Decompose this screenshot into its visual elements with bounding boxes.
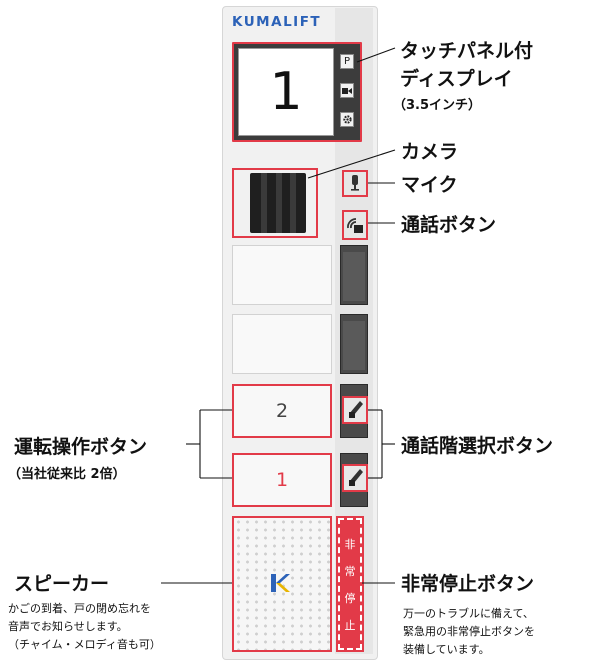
leader-touch-panel — [356, 47, 396, 63]
parking-button[interactable]: P — [340, 54, 354, 69]
video-camera-icon — [342, 87, 352, 94]
speaker-desc: かごの到着、戸の閉め忘れを — [8, 602, 151, 615]
floor-1-button[interactable]: 1 — [232, 453, 332, 507]
floor-1-area — [232, 453, 332, 507]
floor-2-button[interactable]: 2 — [232, 384, 332, 438]
blank-panel-slot — [232, 314, 332, 374]
camera-highlight — [232, 168, 318, 238]
floor-call-select-label: 通話階選択ボタン — [401, 435, 554, 457]
leader-camera — [307, 149, 396, 179]
camera-label: カメラ — [401, 141, 459, 163]
intercom-icon — [347, 218, 363, 233]
touch-panel-label: タッチパネル付 — [400, 40, 534, 62]
phone-handset-icon — [349, 469, 363, 486]
emergency-char: 常 — [344, 564, 356, 578]
emergency-char: 停 — [344, 591, 356, 605]
settings-button[interactable] — [340, 112, 354, 127]
emergency-char: 止 — [344, 618, 356, 632]
blank-panel-slot — [232, 245, 332, 305]
parking-icon: P — [343, 56, 351, 67]
call-button[interactable] — [342, 210, 368, 240]
touch-panel-label: ディスプレイ — [400, 68, 513, 90]
microphone-icon — [351, 175, 359, 191]
mic-label: マイク — [401, 174, 458, 196]
camera-view-button[interactable] — [340, 83, 354, 98]
call-button-label: 通話ボタン — [401, 214, 497, 236]
mic-highlight — [342, 170, 368, 197]
operation-buttons-note: （当社従来比 2倍） — [8, 467, 126, 482]
kumalift-k-logo-icon — [271, 574, 290, 592]
blank-side-slot — [340, 245, 368, 305]
phone-handset-icon — [349, 401, 363, 418]
camera-lens — [250, 173, 306, 233]
speaker-desc: （チャイム・メロディ音も可） — [8, 638, 161, 651]
emergency-desc: 万一のトラブルに備えて、 — [403, 607, 534, 620]
operation-buttons-label: 運転操作ボタン — [14, 436, 148, 458]
floor-2-area — [232, 384, 332, 438]
emergency-char: 非 — [344, 537, 356, 551]
emergency-desc: 装備しています。 — [403, 643, 490, 656]
blank-side-slot — [340, 314, 368, 374]
emergency-desc: 緊急用の非常停止ボタンを — [403, 625, 535, 638]
speaker-desc: 音声でお知らせします。 — [8, 620, 128, 633]
settings-icon — [342, 115, 352, 124]
emergency-stop-button[interactable]: 非 常 停 止 — [336, 516, 364, 652]
touch-panel-size: （3.5インチ） — [393, 98, 482, 113]
emergency-stop-label: 非常停止ボタン — [401, 573, 535, 595]
floor-display[interactable]: 1 — [238, 48, 334, 136]
brand-logo: KUMALIFT — [232, 14, 322, 30]
speaker-label: スピーカー — [14, 573, 110, 595]
speaker-grille — [232, 516, 332, 652]
